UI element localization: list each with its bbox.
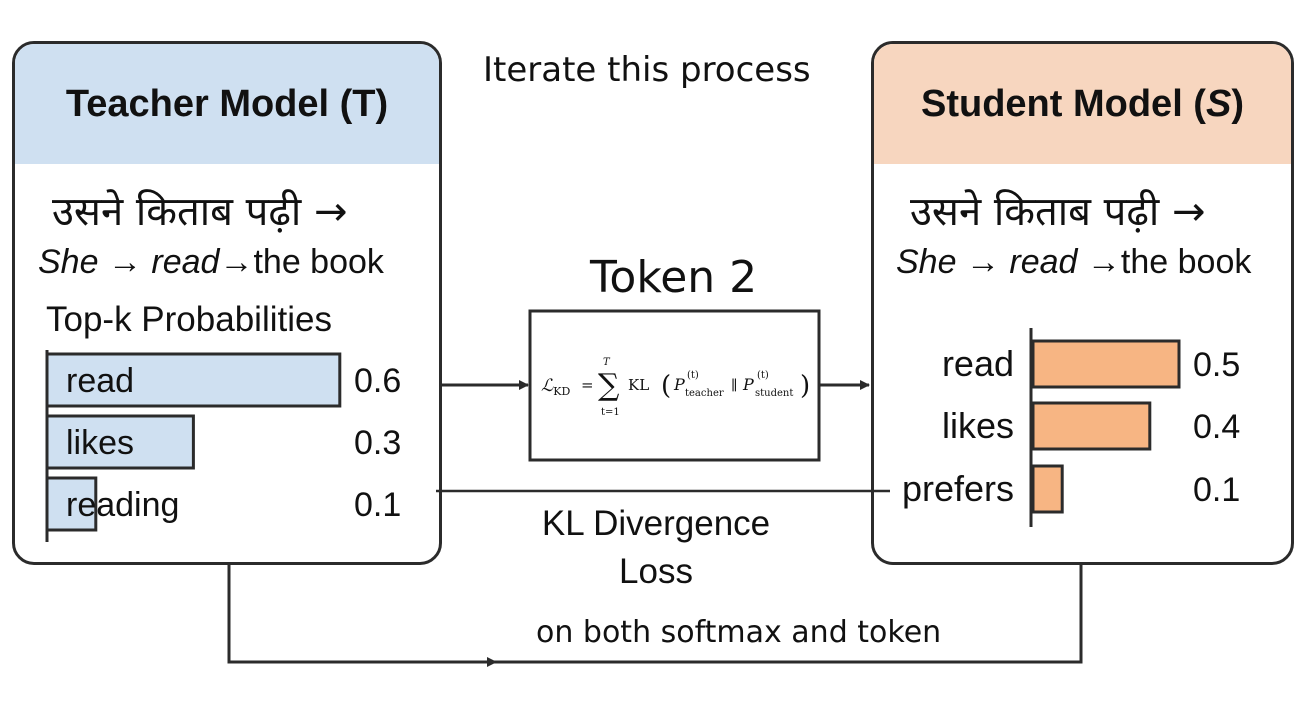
teacher-bar-read <box>45 352 342 408</box>
student-bar-value-prefers: 0.1 <box>1193 471 1240 509</box>
teacher-bar-label-reading: reading <box>66 486 179 524</box>
svg-text:P: P <box>673 375 685 394</box>
teacher-bar-value-likes: 0.3 <box>354 424 401 462</box>
student-seq-arrow-2: → <box>1086 243 1121 281</box>
student-hindi-sentence: उसने किताब पढ़ी → <box>910 189 1206 235</box>
student-bar-prefers <box>1031 464 1064 514</box>
teacher-bar-label-likes: likes <box>66 424 134 462</box>
teacher-bar-value-reading: 0.1 <box>354 486 401 524</box>
student-seq-arrow-1: → <box>965 243 1000 281</box>
svg-text:T: T <box>603 357 611 368</box>
svg-text:∑: ∑ <box>598 368 620 403</box>
teacher-token-sequence: She → read→the book <box>38 243 384 282</box>
student-token-sequence: She → read →the book <box>896 243 1251 282</box>
svg-text:=: = <box>581 376 594 394</box>
svg-text:t=1: t=1 <box>601 407 620 418</box>
teacher-seq-arrow-2: → <box>219 243 254 281</box>
teacher-bar-chart: read 0.6 likes 0.3 reading 0.1 <box>45 352 401 532</box>
kl-divergence-label: KL Divergence Loss <box>528 500 784 596</box>
student-seq-word-the-book: the book <box>1120 243 1252 281</box>
student-bar-likes <box>1031 401 1152 451</box>
kd-loss-formula: ℒKD = T ∑ t=1 KL ( P (t) teacher ∥ P (t)… <box>541 357 810 418</box>
kl-divergence-line-2: Loss <box>619 552 693 591</box>
student-seq-word-she: She <box>896 243 957 281</box>
svg-text:(t): (t) <box>757 370 769 381</box>
teacher-seq-word-the-book: the book <box>253 243 384 281</box>
iterate-process-label: Iterate this process <box>483 50 811 90</box>
teacher-bar-value-read: 0.6 <box>354 362 401 400</box>
student-bar-label-prefers: prefers <box>902 468 1014 509</box>
teacher-hindi-sentence: उसने किताब पढ़ी → <box>52 189 348 235</box>
kd-loss-formula-box <box>528 309 821 462</box>
student-model-header: Student Model (S) <box>874 44 1291 164</box>
svg-text:): ) <box>800 371 810 401</box>
svg-text:(: ( <box>661 371 671 401</box>
student-bar-value-likes: 0.4 <box>1193 408 1240 446</box>
student-seq-word-read: read <box>1009 243 1078 281</box>
teacher-seq-arrow-1: → <box>107 243 142 281</box>
student-bar-chart: read 0.5 likes 0.4 prefers 0.1 <box>902 339 1240 514</box>
svg-text:ℒKD: ℒKD <box>541 376 570 398</box>
svg-text:(t): (t) <box>687 370 699 381</box>
student-model-title: Student Model (S) <box>921 82 1244 125</box>
iterate-loop-line <box>227 565 1083 664</box>
student-bar-read <box>1031 339 1181 389</box>
student-bar-label-likes: likes <box>942 405 1014 446</box>
svg-text:P: P <box>742 375 754 394</box>
teacher-bar-label-read: read <box>66 362 134 400</box>
teacher-model-header: Teacher Model (T) <box>15 44 439 164</box>
teacher-bar-likes <box>45 414 195 470</box>
svg-text:∥: ∥ <box>731 378 737 394</box>
teacher-seq-word-read: read <box>151 243 220 281</box>
teacher-model-title: Teacher Model (T) <box>65 82 389 125</box>
svg-text:teacher: teacher <box>685 388 724 399</box>
teacher-seq-word-she: She <box>38 243 99 281</box>
kl-divergence-line-1: KL Divergence <box>541 504 771 543</box>
student-bar-value-read: 0.5 <box>1193 346 1240 384</box>
student-model-panel: Student Model (S) <box>871 41 1294 565</box>
softmax-token-label: on both softmax and token <box>536 615 942 650</box>
teacher-bar-reading <box>45 476 98 532</box>
topk-probabilities-label: Top-k Probabilities <box>46 300 332 339</box>
svg-text:KL: KL <box>628 376 649 394</box>
token-2-label: Token 2 <box>590 252 758 303</box>
student-bar-label-read: read <box>942 343 1014 384</box>
svg-text:student: student <box>755 388 793 399</box>
